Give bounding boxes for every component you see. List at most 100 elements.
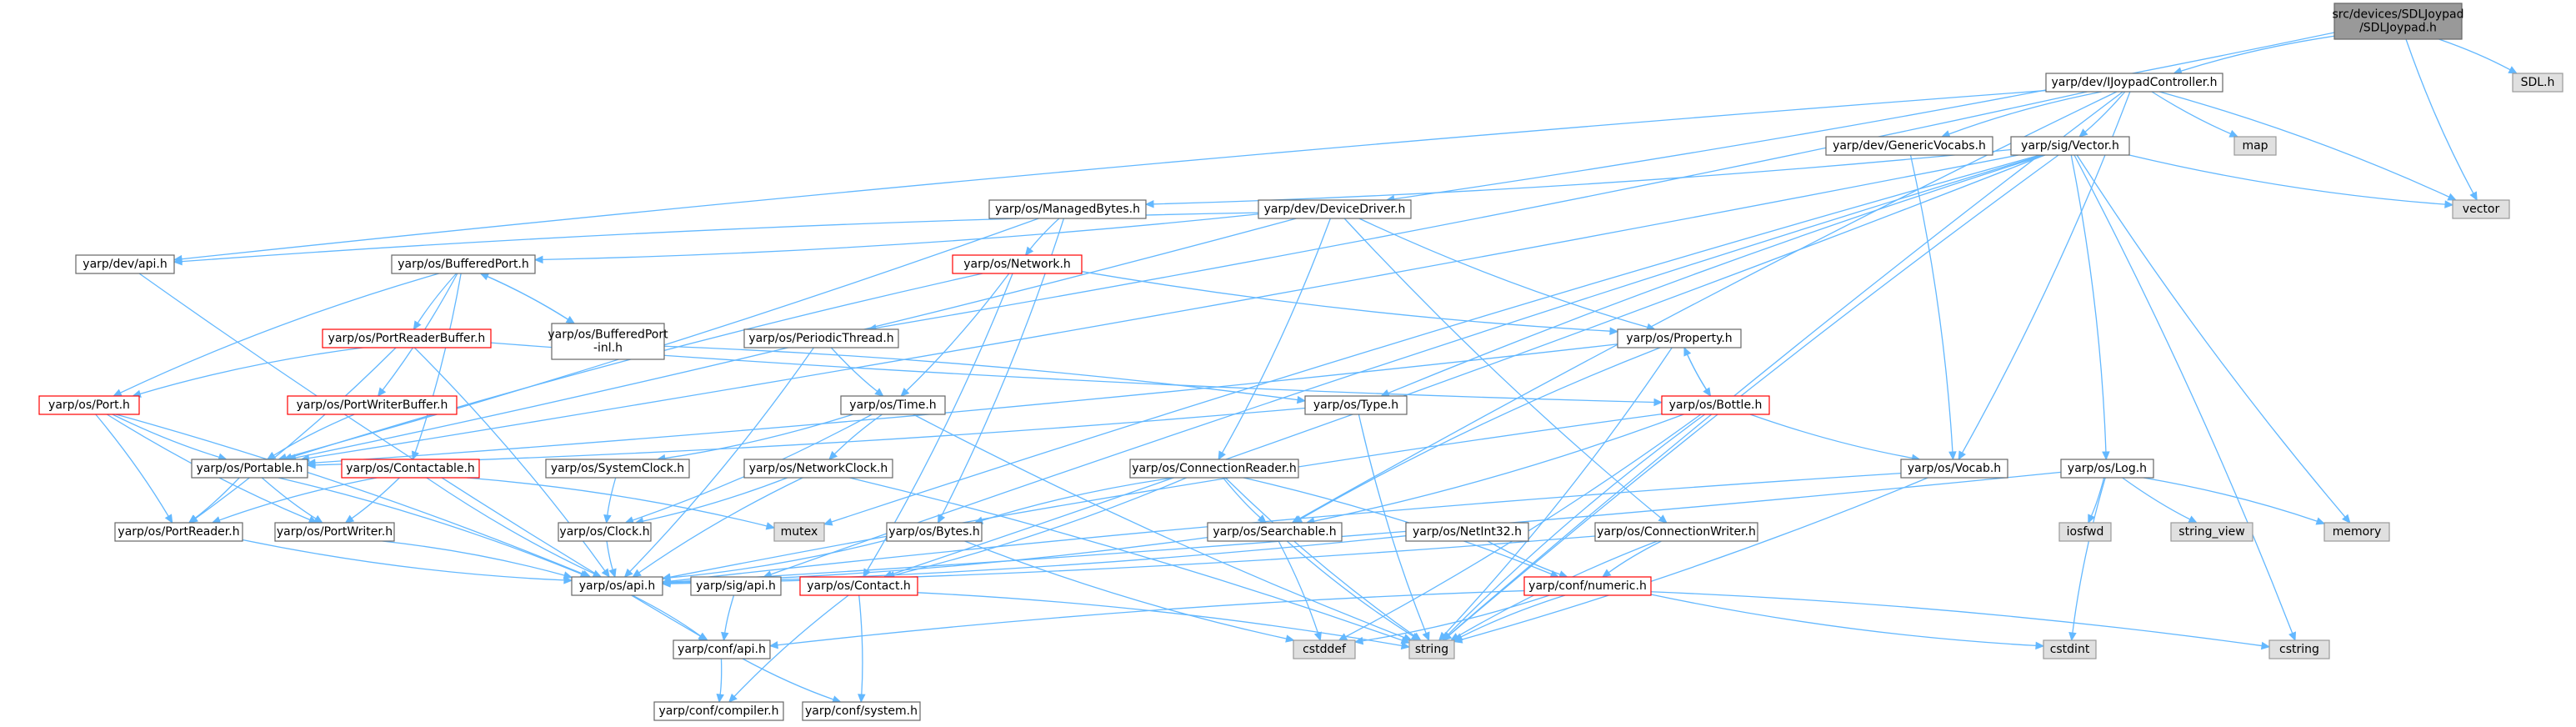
edge-arrowhead — [2260, 641, 2271, 650]
node-systemclock[interactable]: yarp/os/SystemClock.h — [545, 459, 690, 479]
node-devapi[interactable]: yarp/dev/api.h — [75, 254, 175, 274]
edge-line — [2084, 91, 2126, 133]
node-portreader[interactable]: yarp/os/PortReader.h — [114, 522, 243, 542]
node-searchable[interactable]: yarp/os/Searchable.h — [1207, 522, 1343, 542]
node-memory: memory — [2323, 522, 2390, 542]
node-label: /SDLJoypad.h — [2359, 22, 2437, 35]
node-box — [1129, 459, 1299, 479]
node-bufferedportinl[interactable]: yarp/os/BufferedPort-inl.h — [548, 323, 668, 360]
node-label: yarp/conf/numeric.h — [1528, 579, 1647, 593]
node-portwriterbuffer[interactable]: yarp/os/PortWriterBuffer.h — [287, 395, 458, 415]
node-compiler[interactable]: yarp/conf/compiler.h — [653, 701, 784, 721]
node-ijoypad[interactable]: yarp/dev/IJoypadController.h — [2045, 73, 2223, 93]
node-sigapi[interactable]: yarp/sig/api.h — [690, 576, 782, 596]
node-bufferedport[interactable]: yarp/os/BufferedPort.h — [391, 254, 536, 274]
node-label: cstring — [2279, 643, 2319, 656]
edge-numeric-to-cstddef — [1353, 594, 1550, 645]
edge-portwriter-to-osapi — [382, 540, 573, 579]
edge-ijoypad-to-devapi — [173, 89, 2047, 263]
node-port[interactable]: yarp/os/Port.h — [38, 395, 140, 415]
node-property[interactable]: yarp/os/Property.h — [1617, 328, 1742, 348]
edge-bufferedportinl-to-type — [663, 345, 1307, 404]
edge-sigvector-to-memory — [2076, 154, 2351, 524]
edge-arrowhead — [874, 388, 884, 397]
node-contact[interactable]: yarp/os/Contact.h — [799, 576, 918, 596]
edge-arrowhead — [1218, 450, 1226, 461]
edge-arrowhead — [858, 694, 866, 704]
node-network[interactable]: yarp/os/Network.h — [952, 254, 1083, 274]
node-label: yarp/os/PortWriterBuffer.h — [297, 399, 448, 412]
node-bytes[interactable]: yarp/os/Bytes.h — [886, 522, 983, 542]
edge-line — [1153, 148, 2012, 205]
edge-line — [638, 477, 803, 574]
node-root[interactable]: src/devices/SDLJoypad/SDLJoypad.h — [2333, 3, 2464, 40]
node-label: yarp/conf/api.h — [678, 643, 766, 656]
edge-root-to-devicedriver — [1385, 32, 2335, 203]
node-label: yarp/os/api.h — [579, 579, 655, 593]
node-box — [2333, 3, 2463, 40]
node-connectionwriter[interactable]: yarp/os/ConnectionWriter.h — [1594, 522, 1758, 542]
node-vocab[interactable]: yarp/os/Vocab.h — [1900, 459, 2008, 479]
edge-connectionreader-to-string — [1224, 477, 1422, 641]
edge-log-to-string_view — [2122, 477, 2198, 524]
node-log[interactable]: yarp/os/Log.h — [2060, 459, 2154, 479]
node-sigvector[interactable]: yarp/sig/Vector.h — [2010, 136, 2130, 156]
node-bottle[interactable]: yarp/os/Bottle.h — [1661, 395, 1770, 415]
edge-line — [261, 477, 317, 519]
node-box — [2170, 522, 2253, 542]
edge-sigvector-to-vector — [2128, 154, 2454, 208]
node-label: yarp/os/Contact.h — [807, 579, 911, 593]
node-system[interactable]: yarp/conf/system.h — [802, 701, 921, 721]
edge-arrowhead — [900, 387, 910, 397]
edges-layer — [95, 32, 2518, 704]
node-networkclock[interactable]: yarp/os/NetworkClock.h — [743, 459, 893, 479]
node-confapi[interactable]: yarp/conf/api.h — [673, 639, 771, 659]
edge-arrowhead — [2447, 193, 2458, 201]
node-genericvocabs[interactable]: yarp/dev/GenericVocabs.h — [1825, 136, 1993, 156]
node-label: yarp/os/Clock.h — [559, 525, 649, 539]
node-portwriter[interactable]: yarp/os/PortWriter.h — [274, 522, 395, 542]
edge-type-to-string — [1358, 414, 1430, 642]
edge-arrowhead — [661, 579, 671, 588]
node-clock[interactable]: yarp/os/Clock.h — [558, 522, 652, 542]
node-label: cstddef — [1303, 643, 1347, 656]
edge-devicedriver-to-bufferedport — [533, 213, 1259, 264]
edge-line — [112, 414, 220, 458]
node-managedbytes[interactable]: yarp/os/ManagedBytes.h — [988, 199, 1147, 219]
node-periodicthread[interactable]: yarp/os/PeriodicThread.h — [743, 328, 899, 348]
node-type[interactable]: yarp/os/Type.h — [1304, 395, 1408, 415]
edge-line — [669, 471, 2062, 583]
edge-line — [314, 343, 1618, 464]
edge-arrowhead — [1285, 634, 1295, 643]
node-label: yarp/os/NetInt32.h — [1413, 525, 1522, 539]
edge-arrowhead — [1441, 631, 1451, 641]
node-devicedriver[interactable]: yarp/dev/DeviceDriver.h — [1258, 199, 1412, 219]
edge-arrowhead — [765, 522, 776, 530]
edge-arrowhead — [2102, 451, 2110, 461]
node-contactable[interactable]: yarp/os/Contactable.h — [341, 459, 480, 479]
edge-arrowhead — [306, 460, 316, 469]
edge-line — [1081, 271, 1611, 332]
node-osapi[interactable]: yarp/os/api.h — [571, 576, 663, 596]
node-box — [38, 395, 140, 415]
edge-port-to-portable — [112, 414, 228, 461]
node-label: yarp/os/Searchable.h — [1213, 525, 1336, 539]
node-numeric[interactable]: yarp/conf/numeric.h — [1523, 576, 1652, 596]
node-portable[interactable]: yarp/os/Portable.h — [191, 459, 308, 479]
edge-line — [115, 414, 584, 575]
edge-ijoypad-to-searchable — [1291, 91, 2118, 524]
node-box — [1900, 459, 2008, 479]
edge-line — [964, 540, 1287, 639]
edge-ijoypad-to-genericvocabs — [1940, 91, 2103, 138]
node-netint32[interactable]: yarp/os/NetInt32.h — [1405, 522, 1529, 542]
edge-line — [891, 154, 2045, 575]
node-time[interactable]: yarp/os/Time.h — [840, 395, 946, 415]
edge-property-to-string — [1438, 347, 1673, 641]
edge-line — [770, 154, 2043, 575]
node-connectionreader[interactable]: yarp/os/ConnectionReader.h — [1129, 459, 1299, 479]
edge-arrowhead — [2288, 631, 2296, 642]
node-box — [773, 522, 825, 542]
node-label: yarp/sig/Vector.h — [2021, 139, 2119, 153]
edge-devicedriver-to-devapi — [173, 212, 1259, 266]
node-portreaderbuffer[interactable]: yarp/os/PortReaderBuffer.h — [322, 328, 492, 348]
